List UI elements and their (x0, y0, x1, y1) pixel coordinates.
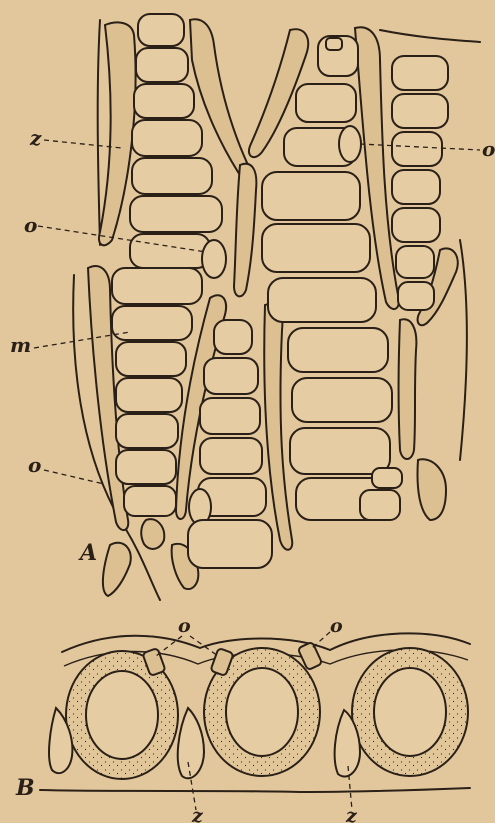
panel-b: o o z z B (15, 615, 470, 823)
panel-b-lower-surface (40, 788, 470, 792)
panel-label-b: B (15, 775, 35, 801)
label-z-b1: z (191, 805, 204, 823)
panel-b-bundles (66, 648, 468, 779)
label-z-b2: z (345, 805, 358, 823)
panel-a: z o m o o A (10, 14, 495, 600)
panel-label-a: A (78, 540, 97, 566)
label-o-a3: o (482, 137, 495, 161)
label-o-a1: o (24, 213, 37, 237)
panel-a-cells-lower-right (360, 468, 402, 520)
label-o-b2: o (330, 615, 343, 637)
label-z-a: z (29, 126, 42, 150)
label-m-a: m (10, 333, 31, 357)
label-o-b1: o (178, 615, 191, 637)
label-o-a2: o (28, 453, 41, 477)
